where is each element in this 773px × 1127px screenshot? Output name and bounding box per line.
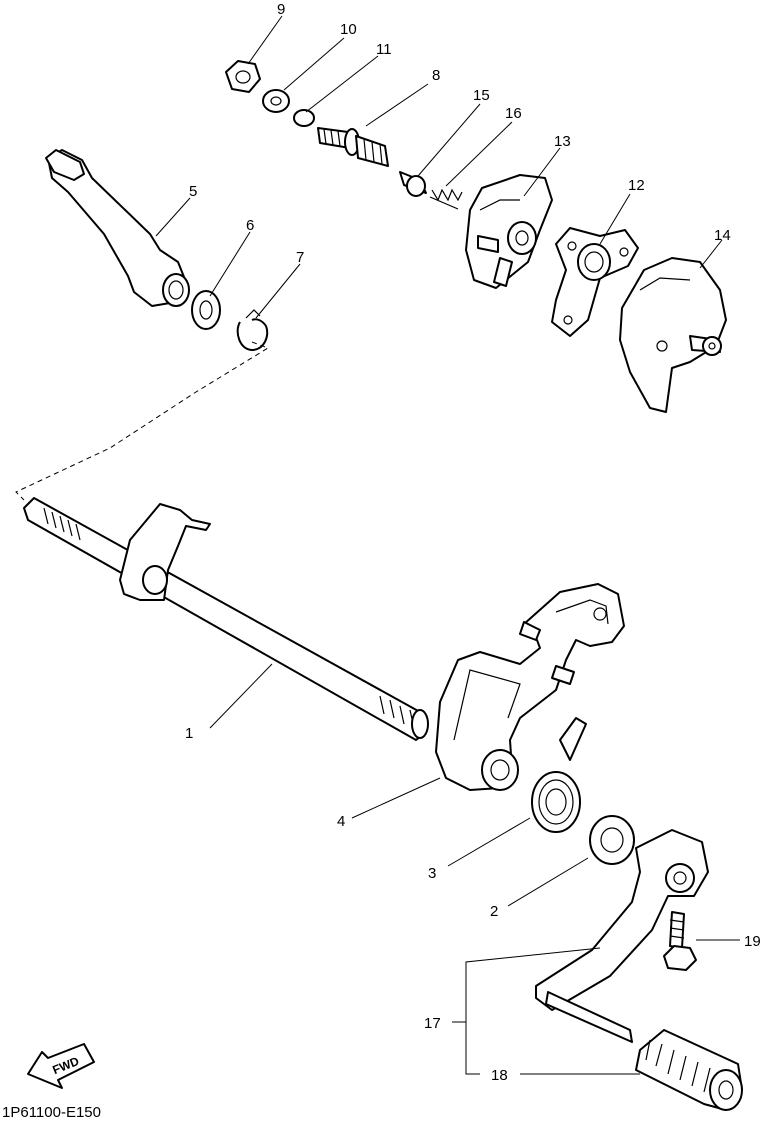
part-17-shift-pedal <box>535 829 709 1043</box>
callout-11: 11 <box>376 41 392 58</box>
part-19-bolt <box>663 911 697 971</box>
part-5-lever <box>45 149 190 307</box>
callout-17: 17 <box>424 1015 441 1032</box>
callout-8: 8 <box>432 67 440 84</box>
part-9-nut <box>225 60 261 93</box>
callout-9: 9 <box>277 1 285 18</box>
fwd-arrow-icon: FWD <box>27 1043 95 1089</box>
diagram-caption: 1P61100-E150 <box>2 1104 101 1121</box>
part-16-spring <box>429 188 463 210</box>
callout-2: 2 <box>490 903 498 920</box>
callout-labels: 1 2 3 4 5 6 7 8 9 10 11 12 13 14 15 16 1… <box>185 1 761 1084</box>
callout-5: 5 <box>189 183 197 200</box>
assembly-dashed-line <box>15 341 270 501</box>
callout-7: 7 <box>296 249 304 266</box>
part-12-plate <box>551 227 639 337</box>
callout-18: 18 <box>491 1067 508 1084</box>
part-10-washer <box>262 89 290 113</box>
part-18-foot-rubber <box>635 1029 743 1111</box>
callout-4: 4 <box>337 813 345 830</box>
callout-6: 6 <box>246 217 254 234</box>
part-8-stud <box>317 127 389 167</box>
part-6-washer <box>191 290 221 330</box>
callout-14: 14 <box>714 227 731 244</box>
part-4-shift-arm <box>435 583 625 791</box>
part-1-shift-shaft <box>23 497 429 741</box>
part-2-oil-seal <box>589 815 635 865</box>
part-7-circlip <box>236 309 269 351</box>
part-13-cam-segment <box>465 174 553 289</box>
callout-19: 19 <box>744 933 761 950</box>
leader-lines <box>155 15 740 1075</box>
part-14-drum-segment <box>619 257 727 413</box>
callout-15: 15 <box>473 87 490 104</box>
callout-13: 13 <box>554 133 571 150</box>
callout-1: 1 <box>185 725 193 742</box>
part-11-o-ring <box>293 109 315 127</box>
callout-16: 16 <box>505 105 522 122</box>
callout-12: 12 <box>628 177 645 194</box>
part-3-spring <box>531 717 587 833</box>
callout-3: 3 <box>428 865 436 882</box>
part-15-collar <box>399 171 427 197</box>
callout-10: 10 <box>340 21 357 38</box>
